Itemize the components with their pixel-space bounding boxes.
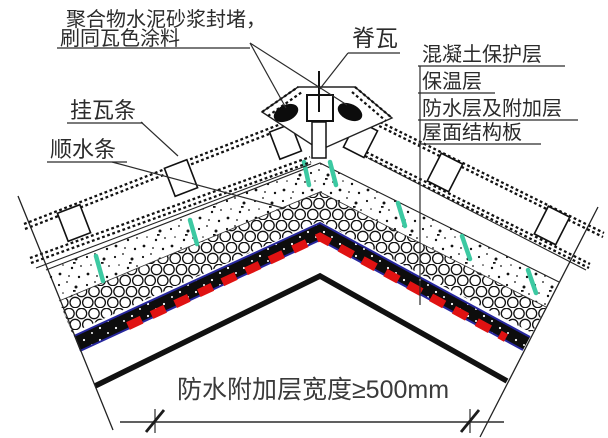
mortar-leader-left	[249, 42, 287, 109]
left-section-cut-line	[17, 195, 114, 431]
dimension-tick-left	[144, 409, 166, 433]
membrane-top-line	[73, 221, 531, 338]
tile-batten-leader	[140, 121, 179, 157]
mortar-seal-label-line1: 聚合物水泥砂浆封堵，	[66, 8, 266, 31]
ridge-assembly	[260, 71, 394, 159]
ridge-tile-leader	[318, 52, 349, 91]
annotations: 聚合物水泥砂浆封堵， 刷同瓦色涂料 脊瓦 挂瓦条 顺水条 混凝土保护层 保温层 …	[47, 8, 578, 163]
callout-insulation: 保温层	[422, 70, 482, 93]
mortar-seal-right-blob	[337, 102, 363, 122]
leader-lines	[111, 42, 421, 305]
tile-batten-label: 挂瓦条	[70, 98, 136, 123]
ridge-support-post	[311, 121, 327, 159]
callout-waterproof-and-additional: 防水层及附加层	[422, 97, 562, 120]
structural-deck-bottom-line	[93, 272, 509, 389]
counter-batten-board-lines	[35, 157, 587, 271]
counter-batten-label: 顺水条	[50, 137, 116, 162]
layer-callout-stack: 混凝土保护层 保温层 防水层及附加层 屋面结构板	[418, 43, 578, 145]
concrete-protection-layer-band	[45, 162, 560, 307]
dimension-tick-right	[459, 409, 481, 433]
insulation-layer-band	[58, 191, 547, 333]
right-section-cut-line	[479, 206, 599, 438]
additional-waterproof-layer-red-dashed	[126, 232, 509, 342]
mortar-seal-left-blob	[273, 103, 299, 123]
dimension-text: 防水附加层宽度≥500mm	[177, 376, 449, 404]
ridge-tile-label: 脊瓦	[352, 25, 398, 51]
mortar-leader-right	[249, 42, 348, 106]
callout-structural-deck: 屋面结构板	[422, 121, 522, 144]
counter-batten-leader	[111, 161, 284, 209]
callout-concrete-protection: 混凝土保护层	[422, 43, 542, 66]
dimension-annotation: 防水附加层宽度≥500mm	[120, 376, 504, 433]
mortar-seal-label-line2: 刷同瓦色涂料	[60, 27, 180, 50]
